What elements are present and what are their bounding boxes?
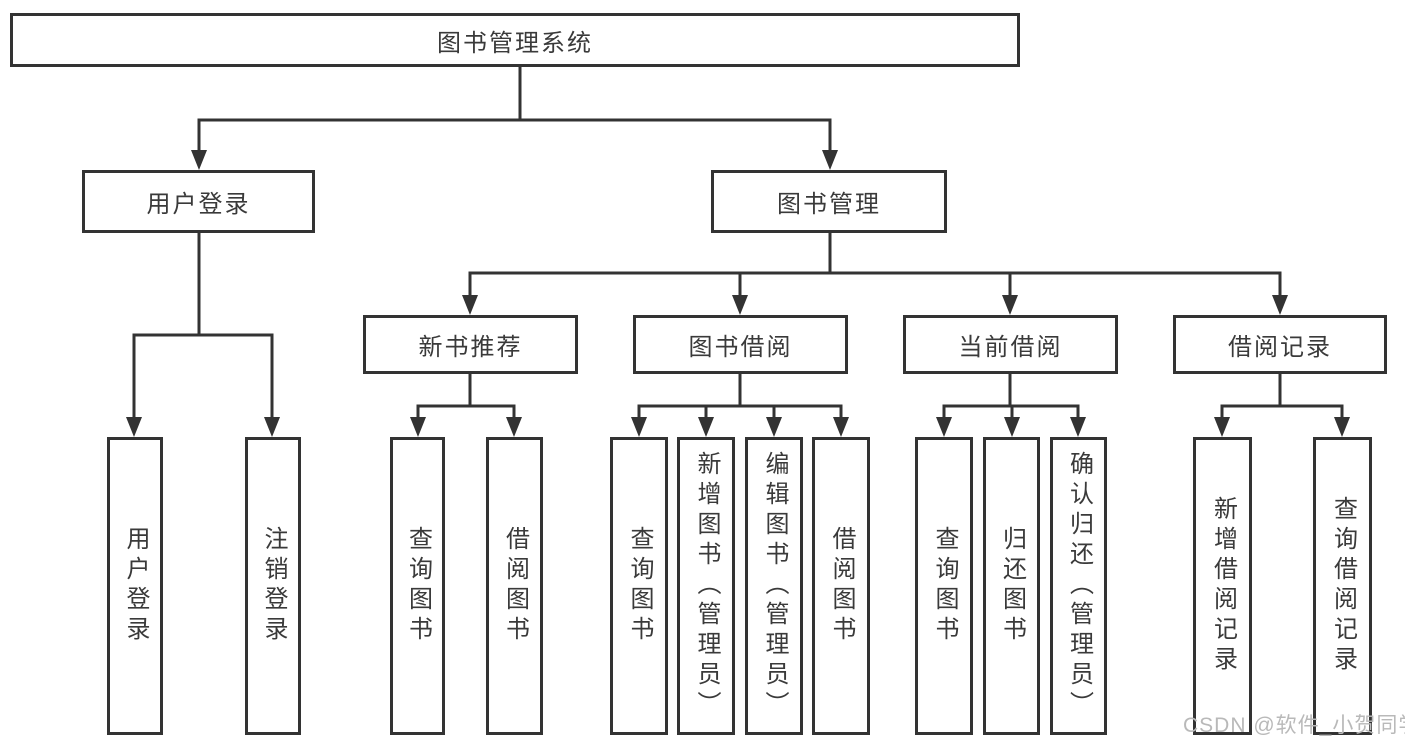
leaf-borrow-books-recommend: 借阅图书 <box>486 437 543 735</box>
leaf-query-books-borrowing: 查询图书 <box>610 437 668 735</box>
leaf-query-borrow-record: 查询借阅记录 <box>1313 437 1372 735</box>
node-book-borrowing: 图书借阅 <box>633 315 848 374</box>
node-book-management: 图书管理 <box>711 170 947 233</box>
leaf-query-books-recommend: 查询图书 <box>390 437 445 735</box>
leaf-confirm-return-admin: 确认归还（管理员） <box>1050 437 1107 735</box>
leaf-edit-books-admin: 编辑图书（管理员） <box>745 437 803 735</box>
leaf-user-login: 用户登录 <box>107 437 163 735</box>
leaf-add-books-admin: 新增图书（管理员） <box>677 437 735 735</box>
node-new-book-recommendation: 新书推荐 <box>363 315 578 374</box>
leaf-add-borrow-record: 新增借阅记录 <box>1193 437 1252 735</box>
leaf-borrow-books-borrowing: 借阅图书 <box>812 437 870 735</box>
node-library-management-system: 图书管理系统 <box>10 13 1020 67</box>
node-user-login: 用户登录 <box>82 170 315 233</box>
leaf-return-books: 归还图书 <box>983 437 1040 735</box>
node-current-borrowing: 当前借阅 <box>903 315 1118 374</box>
node-borrowing-records: 借阅记录 <box>1173 315 1387 374</box>
leaf-query-books-current: 查询图书 <box>915 437 973 735</box>
leaf-logout: 注销登录 <box>245 437 301 735</box>
csdn-watermark: CSDN @软件_小贺同学 <box>1183 714 1405 737</box>
